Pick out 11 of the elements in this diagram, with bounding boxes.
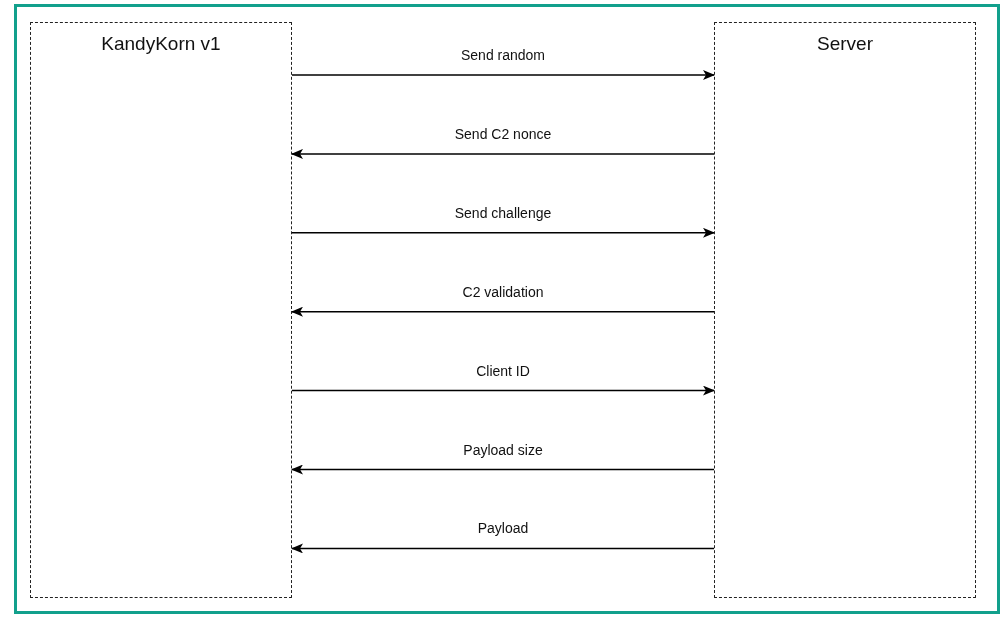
participant-label: Server xyxy=(816,33,874,55)
message-arrow xyxy=(291,464,715,475)
message-arrow xyxy=(291,70,715,80)
participant-box xyxy=(30,22,292,598)
message-arrow xyxy=(291,148,715,159)
participant-box xyxy=(714,22,976,598)
message-arrow xyxy=(291,227,715,238)
message-arrow xyxy=(291,543,715,554)
participant-label: KandyKorn v1 xyxy=(100,33,222,55)
message-arrow xyxy=(291,306,715,317)
message-arrow xyxy=(291,385,715,396)
